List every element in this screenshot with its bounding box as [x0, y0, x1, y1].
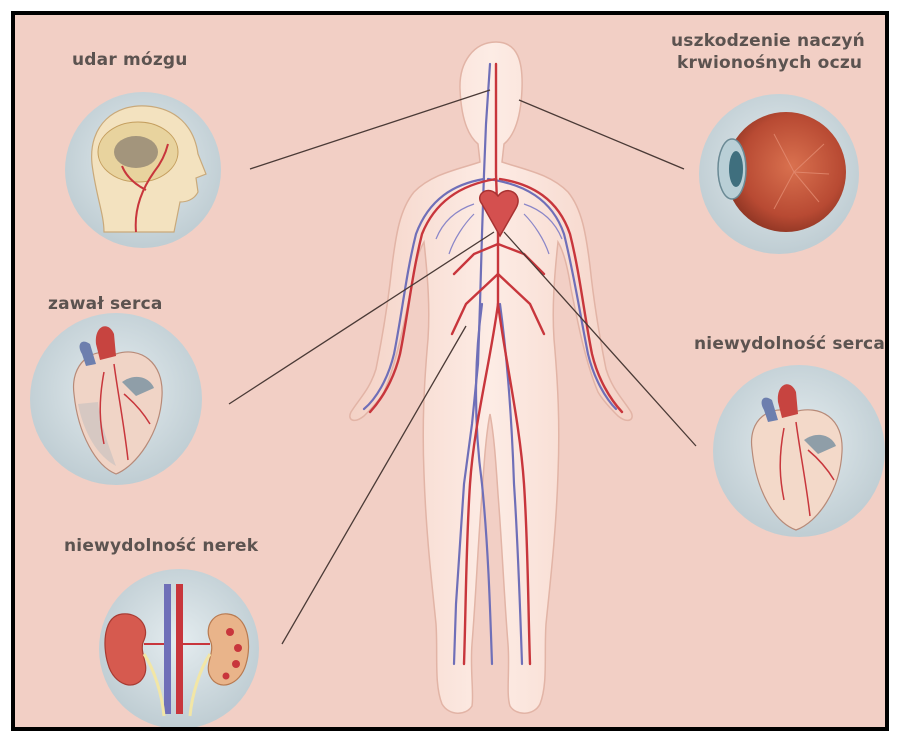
label-infarction-text: zawał serca — [48, 293, 163, 315]
label-kidney-failure-text: niewydolność nerek — [64, 535, 258, 557]
eye-illustration — [699, 94, 859, 254]
label-eye-line1: uszkodzenie naczyń — [671, 30, 865, 52]
label-stroke-text: udar mózgu — [72, 49, 188, 71]
leader-line-stroke — [250, 90, 490, 169]
infarction-illustration — [30, 313, 202, 485]
label-eye: uszkodzenie naczyń krwionośnych oczu — [671, 30, 865, 74]
kidney-illustration — [99, 569, 259, 727]
stroke-area — [114, 136, 158, 168]
label-stroke: udar mózgu — [72, 49, 188, 71]
diagram-panel: udar mózgu uszkodzenie naczyń krwionośny… — [11, 11, 889, 731]
label-heart-failure: niewydolność serca — [694, 333, 885, 355]
heart-failure-illustration — [713, 365, 885, 537]
stroke-illustration — [65, 92, 221, 248]
diagram-svg — [15, 15, 885, 727]
human-body-figure — [350, 42, 632, 713]
vena-cava — [164, 584, 171, 714]
label-heart-failure-text: niewydolność serca — [694, 333, 885, 355]
label-kidney-failure: niewydolność nerek — [64, 535, 258, 557]
label-infarction: zawał serca — [48, 293, 163, 315]
aorta — [176, 584, 183, 714]
label-eye-line2: krwionośnych oczu — [677, 52, 865, 74]
leader-line-eye — [519, 100, 684, 169]
